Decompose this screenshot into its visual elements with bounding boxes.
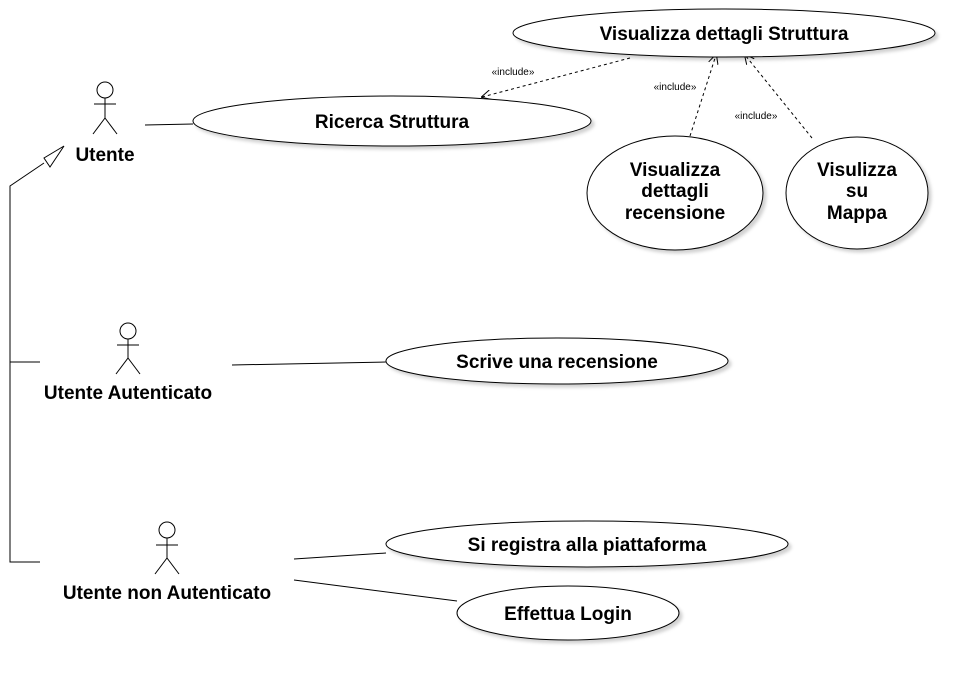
include-label-1: «include» [492,67,535,78]
svg-text:Scrive una recensione: Scrive una recensione [456,352,658,373]
use-case-scrive-recensione[interactable]: Scrive una recensione [385,337,729,385]
svg-text:Visulizza: Visulizza [817,160,897,181]
svg-text:dettagli: dettagli [641,181,709,202]
svg-text:recensione: recensione [625,203,725,224]
svg-text:Visualizza dettagli Struttura: Visualizza dettagli Struttura [600,24,849,45]
stick-figure-icon [154,521,180,575]
include-mappa-struttura [745,55,813,139]
include-recensione-struttura [689,55,716,137]
svg-text:Visualizza: Visualizza [630,160,721,181]
use-case-dettagli-recensione[interactable]: Visualizza dettagli recensione [586,135,764,251]
actor-utente-non-autenticato[interactable]: Utente non Autenticato [63,521,271,604]
use-case-registra[interactable]: Si registra alla piattaforma [385,520,789,568]
actor-label-non-autenticato: Utente non Autenticato [63,583,271,604]
svg-text:Ricerca Struttura: Ricerca Struttura [315,112,470,133]
use-case-ricerca-struttura[interactable]: Ricerca Struttura [192,95,592,147]
association-nonauth-login [293,579,458,602]
actor-utente-autenticato[interactable]: Utente Autenticato [44,322,212,404]
use-case-mappa[interactable]: Visulizza su Mappa [785,136,929,250]
actor-utente[interactable]: Utente [75,81,135,166]
svg-text:Effettua Login: Effettua Login [504,604,632,625]
generalization-connector [9,145,65,563]
use-case-dettagli-struttura[interactable]: Visualizza dettagli Struttura [512,8,936,58]
svg-text:Mappa: Mappa [827,203,888,224]
include-label-3: «include» [735,111,778,122]
stick-figure-icon [115,322,141,375]
actor-label-utente: Utente [75,145,134,166]
association-utente-ricerca [144,123,194,126]
actor-label-autenticato: Utente Autenticato [44,383,212,404]
stick-figure-icon [92,81,118,135]
include-struttura-ricerca [482,57,631,97]
include-label-2: «include» [654,82,697,93]
svg-text:Si registra alla piattaforma: Si registra alla piattaforma [468,535,707,556]
association-autenticato-recensione [231,361,387,366]
association-nonauth-registra [293,552,387,560]
svg-text:su: su [846,181,868,202]
use-case-login[interactable]: Effettua Login [456,585,680,641]
